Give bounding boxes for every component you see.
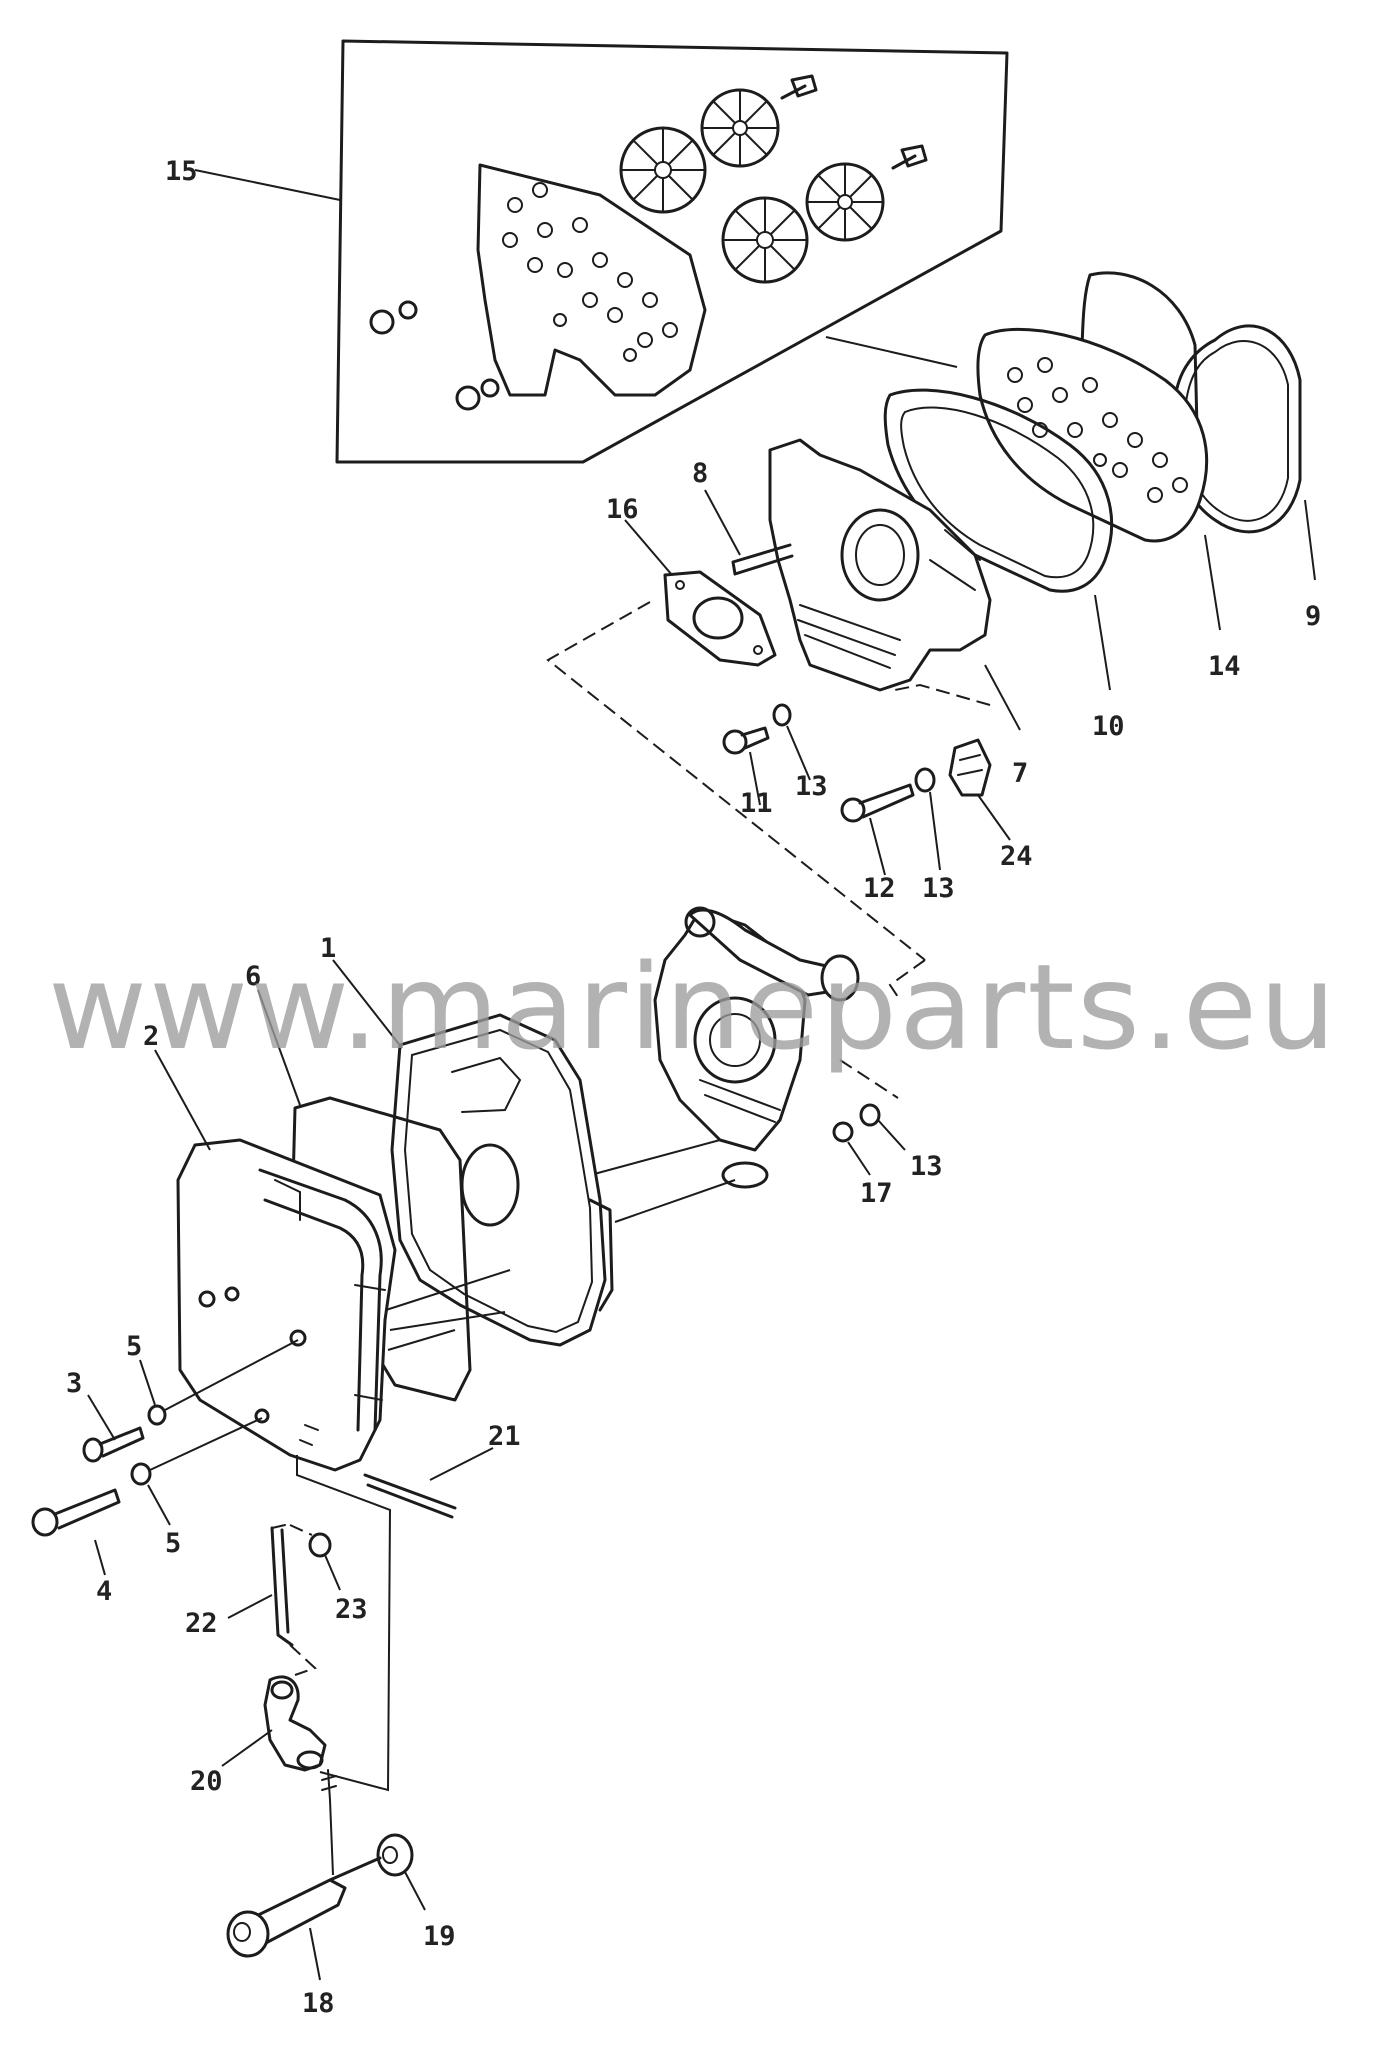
callout-12: 12	[863, 873, 896, 904]
callout-16: 16	[606, 494, 639, 525]
screw-4	[31, 1488, 121, 1537]
housing-1	[390, 1013, 614, 1347]
kit-valve-plate	[476, 163, 707, 397]
gasket-16	[663, 570, 777, 667]
callout-9: 9	[1305, 601, 1321, 632]
link-22	[270, 1524, 294, 1647]
screw-12	[840, 783, 915, 823]
kit-reed-petals	[619, 88, 885, 284]
rod-21	[363, 1473, 457, 1519]
shaft-18	[226, 1856, 382, 1958]
carburetor-body-7	[768, 438, 992, 692]
gasket-10	[883, 388, 1113, 593]
callout-17: 17	[860, 1178, 893, 1209]
watermark-text: www.marineparts.eu	[48, 938, 1338, 1076]
callout-5a: 5	[126, 1331, 142, 1362]
kit-screws	[369, 74, 928, 411]
washer-5a	[147, 1404, 167, 1426]
nut-23	[308, 1532, 332, 1558]
callout-18: 18	[302, 1988, 335, 2019]
callout-13b: 13	[922, 873, 955, 904]
fuel-pump-assembly	[653, 906, 860, 1189]
callout-labels: 15 8 16 9 14 10 7 11 13 12 13 24 1 6 2 1…	[66, 156, 1321, 2019]
callout-10: 10	[1092, 711, 1125, 742]
washer-13b	[914, 767, 936, 793]
callout-23: 23	[335, 1594, 368, 1625]
callout-24: 24	[1000, 841, 1033, 872]
callout-19: 19	[423, 1921, 456, 1952]
stud-8	[731, 543, 794, 576]
callout-21: 21	[488, 1421, 521, 1452]
callout-22: 22	[185, 1608, 218, 1639]
cover-2	[176, 1138, 397, 1472]
callout-4: 4	[96, 1576, 112, 1607]
bracket-20	[263, 1675, 337, 1801]
callout-8: 8	[692, 458, 708, 489]
callout-5b: 5	[165, 1528, 181, 1559]
kit-plate-holes	[502, 182, 678, 362]
nut-17	[832, 1121, 854, 1143]
callout-11: 11	[740, 788, 773, 819]
callout-14: 14	[1208, 651, 1241, 682]
kit-inset-box	[335, 39, 1009, 464]
callout-2: 2	[143, 1021, 159, 1052]
washer-5b	[130, 1462, 152, 1486]
nut-19	[376, 1833, 414, 1877]
washer-13c	[859, 1103, 881, 1127]
callout-3: 3	[66, 1368, 82, 1399]
bracket-24	[948, 738, 992, 797]
callout-15: 15	[165, 156, 198, 187]
washer-13a	[772, 703, 792, 727]
screw-11	[722, 726, 770, 755]
callout-20: 20	[190, 1766, 223, 1797]
callout-7: 7	[1012, 758, 1028, 789]
callout-13a: 13	[795, 771, 828, 802]
callout-1: 1	[320, 933, 336, 964]
screw-3	[82, 1426, 145, 1463]
callout-6: 6	[245, 961, 261, 992]
callout-13c: 13	[910, 1151, 943, 1182]
